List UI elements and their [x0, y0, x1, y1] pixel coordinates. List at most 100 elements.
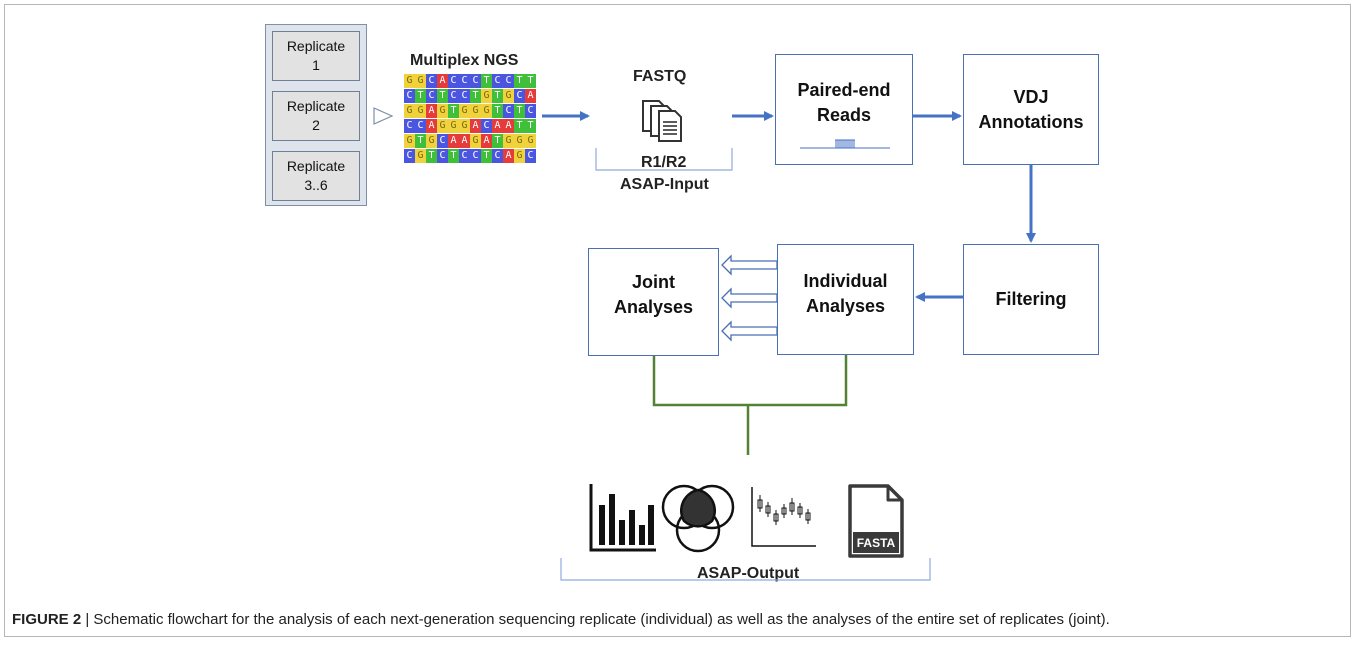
- nucleotide: G: [404, 104, 415, 118]
- nucleotide: A: [503, 149, 514, 163]
- nucleotide: T: [470, 89, 481, 103]
- paired-reads-icon: [800, 139, 890, 149]
- nucleotide: C: [470, 74, 481, 88]
- nucleotide: C: [404, 149, 415, 163]
- nucleotide: A: [481, 134, 492, 148]
- nucleotide: G: [404, 74, 415, 88]
- nucleotide: A: [492, 119, 503, 133]
- output-connector: [652, 355, 848, 455]
- nucleotide: C: [448, 74, 459, 88]
- nucleotide: G: [426, 134, 437, 148]
- nucleotide: T: [514, 119, 525, 133]
- nucleotide: T: [492, 134, 503, 148]
- nucleotide: T: [437, 89, 448, 103]
- nucleotide: G: [415, 74, 426, 88]
- nucleotide: G: [415, 149, 426, 163]
- nucleotide: G: [459, 104, 470, 118]
- filtering-box: Filtering: [963, 244, 1099, 355]
- input-bracket: [595, 148, 733, 171]
- nucleotide: C: [459, 74, 470, 88]
- nucleotide: T: [492, 89, 503, 103]
- nucleotide: C: [470, 149, 481, 163]
- nucleotide: T: [525, 74, 536, 88]
- nucleotide: A: [459, 134, 470, 148]
- nucleotide: C: [404, 89, 415, 103]
- nucleotide: C: [437, 134, 448, 148]
- nucleotide: C: [492, 149, 503, 163]
- nucleotide: C: [481, 119, 492, 133]
- nucleotide: G: [514, 149, 525, 163]
- nucleotide: C: [503, 104, 514, 118]
- nucleotide: T: [481, 74, 492, 88]
- nucleotide: A: [426, 104, 437, 118]
- nucleotide: C: [404, 119, 415, 133]
- joint-analyses-box: Joint Analyses: [588, 248, 719, 356]
- fasta-file-icon: FASTA: [848, 484, 904, 558]
- nucleotide: G: [437, 119, 448, 133]
- asap-input-label: ASAP-Input: [620, 176, 709, 193]
- r1-r2-label: R1/R2: [641, 154, 687, 171]
- venn-diagram-icon: [661, 484, 735, 553]
- figure-caption: FIGURE 2 | Schematic flowchart for the a…: [12, 611, 1110, 628]
- nucleotide: A: [525, 89, 536, 103]
- nucleotide: A: [470, 119, 481, 133]
- nucleotide: G: [459, 119, 470, 133]
- nucleotide: T: [448, 149, 459, 163]
- nucleotide: G: [415, 104, 426, 118]
- documents-icon: [642, 100, 682, 142]
- box-plot-icon: [751, 487, 816, 547]
- nucleotide: C: [426, 89, 437, 103]
- nucleotide: T: [525, 119, 536, 133]
- fasta-icon-text: FASTA: [857, 536, 896, 550]
- nucleotide: A: [448, 134, 459, 148]
- nucleotide: C: [514, 89, 525, 103]
- nucleotide: G: [437, 104, 448, 118]
- ngs-title: Multiplex NGS: [410, 52, 519, 69]
- individual-analyses-box: Individual Analyses: [777, 244, 914, 355]
- nucleotide: T: [492, 104, 503, 118]
- nucleotide: T: [415, 134, 426, 148]
- nucleotide: C: [503, 74, 514, 88]
- figure-frame: [4, 4, 1351, 637]
- nucleotide: T: [514, 74, 525, 88]
- nucleotide: C: [426, 74, 437, 88]
- nucleotide: G: [448, 119, 459, 133]
- fastq-label: FASTQ: [633, 68, 687, 85]
- output-bracket: [560, 558, 931, 581]
- nucleotide: T: [481, 149, 492, 163]
- nucleotide: G: [514, 134, 525, 148]
- vdj-annotations-box: VDJ Annotations: [963, 54, 1099, 165]
- asap-output-label: ASAP-Output: [697, 565, 800, 582]
- nucleotide: C: [437, 149, 448, 163]
- nucleotide: G: [525, 134, 536, 148]
- nucleotide: T: [448, 104, 459, 118]
- nucleotide: T: [415, 89, 426, 103]
- nucleotide: G: [503, 89, 514, 103]
- nucleotide: A: [503, 119, 514, 133]
- nucleotide: A: [437, 74, 448, 88]
- nucleotide: C: [525, 104, 536, 118]
- nucleotide: G: [470, 134, 481, 148]
- nucleotide: T: [514, 104, 525, 118]
- nucleotide: C: [459, 89, 470, 103]
- nucleotide: A: [426, 119, 437, 133]
- nucleotide: C: [448, 89, 459, 103]
- nucleotide: G: [470, 104, 481, 118]
- nucleotide: C: [525, 149, 536, 163]
- nucleotide: C: [492, 74, 503, 88]
- nucleotide: C: [415, 119, 426, 133]
- nucleotide: G: [404, 134, 415, 148]
- nucleotide: T: [426, 149, 437, 163]
- bar-chart-icon: [589, 484, 656, 552]
